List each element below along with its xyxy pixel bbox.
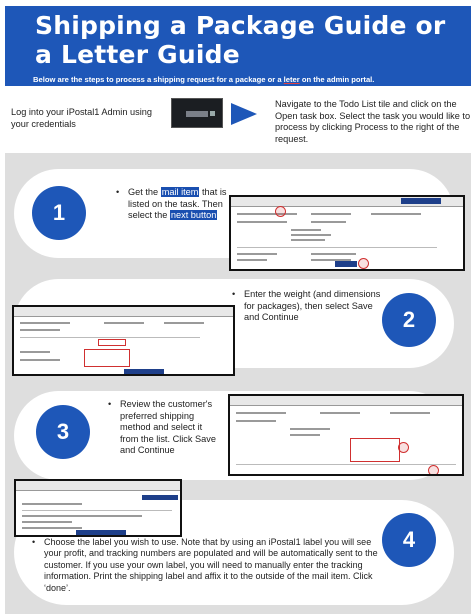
page-title: Shipping a Package Guide or a Letter Gui… — [35, 11, 446, 69]
title-banner: Shipping a Package Guide or a Letter Gui… — [5, 6, 471, 86]
screenshot-next-button — [335, 261, 357, 267]
screenshot-button — [401, 198, 441, 204]
screenshot-header — [231, 197, 463, 207]
bullet-icon: • — [32, 537, 36, 547]
bullet-icon: • — [108, 399, 112, 409]
login-button — [210, 111, 215, 116]
step-2-screenshot — [12, 305, 235, 376]
step-2-body: Enter the weight (and dimensions for pac… — [244, 289, 381, 323]
screenshot-button — [142, 495, 178, 500]
step-3-body: Review the customer's preferred shipping… — [120, 399, 216, 456]
step-2-number: 2 — [382, 293, 436, 347]
login-instruction: Log into your iPostal1 Admin using your … — [11, 107, 152, 129]
subtitle-text: Below are the steps to process a shippin… — [33, 75, 284, 84]
intro-section: Log into your iPostal1 Admin using your … — [5, 86, 471, 153]
highlight-box — [350, 438, 400, 462]
navigate-instruction: Navigate to the Todo List tile and click… — [275, 99, 471, 144]
screenshot-label-button — [76, 530, 126, 535]
page-subtitle: Below are the steps to process a shippin… — [33, 75, 374, 84]
screenshot-save-button — [124, 369, 164, 374]
login-field — [186, 111, 208, 117]
highlight-box — [84, 349, 130, 367]
highlight-box — [98, 339, 126, 346]
step-2-text: • Enter the weight (and dimensions for pa… — [232, 289, 382, 324]
highlight-marker — [428, 465, 439, 474]
step-1-text: • Get the mail item that is listed on the… — [116, 187, 228, 222]
screenshot-header — [16, 481, 180, 491]
subtitle-underlined-word: leter — [283, 75, 300, 84]
login-screenshot — [171, 98, 223, 128]
step-3-screenshot — [228, 394, 464, 476]
highlight-marker — [398, 442, 409, 453]
right-triangle-arrow-icon — [231, 103, 257, 125]
step-1-text-b: that is listed on the task. Then select … — [128, 187, 227, 221]
highlight-marker — [358, 258, 369, 269]
step-4-screenshot — [14, 479, 182, 537]
step-1-highlight-next-button: next button — [169, 210, 218, 221]
step-1-text-a: Get the — [128, 187, 161, 197]
step-1-screenshot — [229, 195, 465, 271]
step-3-number: 3 — [36, 405, 90, 459]
step-4-text: • Choose the label you wish to use. Note … — [32, 537, 380, 594]
bullet-icon: • — [116, 187, 120, 197]
step-4-number: 4 — [382, 513, 436, 567]
step-3-text: • Review the customer's preferred shippin… — [108, 399, 220, 457]
highlight-marker — [275, 206, 286, 217]
screenshot-header — [230, 396, 462, 406]
step-4-body: Choose the label you wish to use. Note t… — [44, 537, 378, 593]
step-1-highlight-mail-item: mail item — [160, 187, 200, 197]
subtitle-text-end: on the admin portal. — [299, 75, 375, 84]
screenshot-header — [14, 307, 233, 317]
step-1-number: 1 — [32, 186, 86, 240]
bullet-icon: • — [232, 289, 236, 299]
